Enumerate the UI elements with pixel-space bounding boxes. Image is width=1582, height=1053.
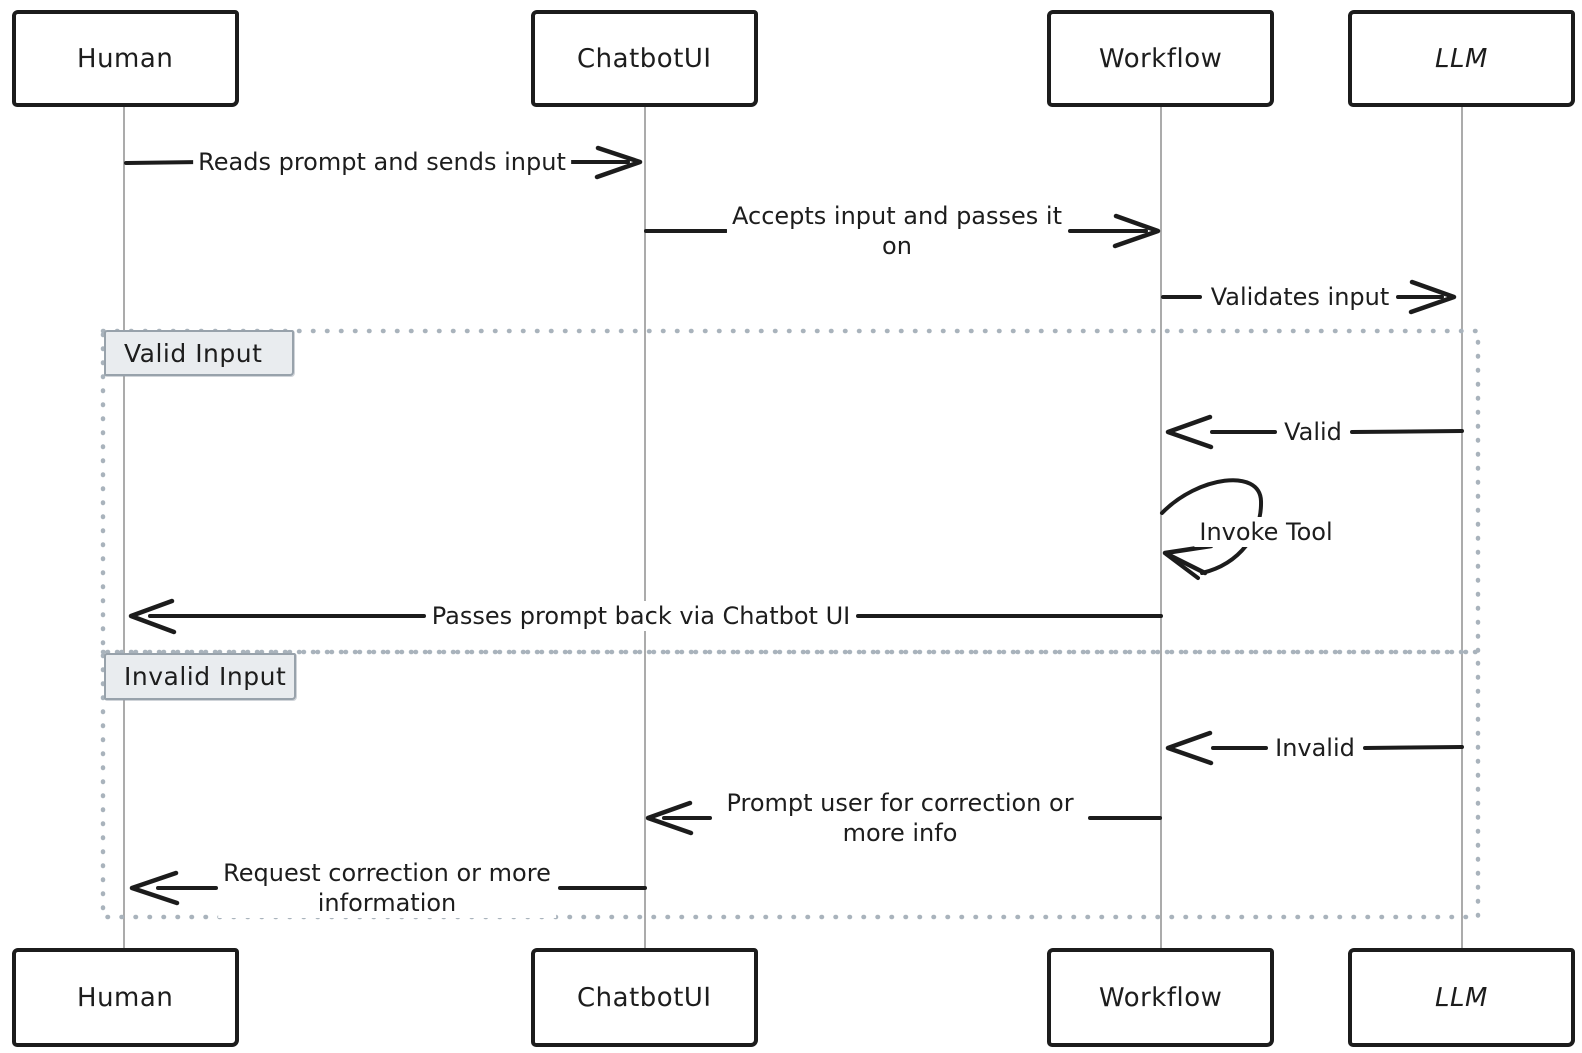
frame-invalid-input-border — [100, 649, 1481, 920]
actor-box-workflow-top: Workflow — [1047, 10, 1274, 107]
actor-label: LLM — [1434, 982, 1489, 1013]
actor-box-chatbotui-top: ChatbotUI — [531, 10, 758, 107]
actor-label: Human — [77, 982, 174, 1013]
actor-box-workflow-bottom: Workflow — [1047, 948, 1274, 1047]
actor-label: Workflow — [1098, 43, 1223, 74]
arrow-passes-prompt-back — [128, 598, 1163, 635]
message-label-request-correction: Request correction or more information — [218, 858, 556, 918]
actor-box-llm-bottom: LLM — [1348, 948, 1575, 1047]
message-label-reads-prompt: Reads prompt and sends input — [193, 147, 571, 177]
actor-box-human-bottom: Human — [12, 948, 239, 1047]
message-label-valid: Valid — [1279, 417, 1347, 447]
message-label-invalid: Invalid — [1270, 733, 1360, 763]
arrow-request-correction — [129, 870, 647, 906]
message-label-invoke-tool: Invoke Tool — [1194, 517, 1338, 547]
frame-label-text: Valid Input — [124, 338, 263, 368]
arrow-prompt-user-correction — [645, 800, 1162, 836]
message-label-passes-prompt-back: Passes prompt back via Chatbot UI — [426, 601, 856, 631]
actor-label: LLM — [1434, 43, 1489, 74]
actor-box-llm-top: LLM — [1348, 10, 1575, 107]
frame-label-valid-input: Valid Input — [104, 330, 294, 376]
actor-box-chatbotui-bottom: ChatbotUI — [531, 948, 758, 1047]
actor-label: Human — [77, 43, 174, 74]
frame-label-text: Invalid Input — [124, 662, 287, 691]
message-label-validates-input: Validates input — [1205, 282, 1395, 312]
actor-label: ChatbotUI — [577, 982, 712, 1013]
arrow-invoke-tool-loop — [1160, 478, 1264, 580]
arrow-valid — [1165, 414, 1464, 450]
actor-label: Workflow — [1098, 982, 1223, 1013]
arrow-validates-input — [1161, 279, 1457, 315]
frame-label-invalid-input: Invalid Input — [104, 653, 296, 700]
frame-valid-input-border — [100, 328, 1481, 655]
actor-label: ChatbotUI — [577, 43, 712, 74]
message-label-accepts-input: Accepts input and passes it on — [727, 201, 1067, 261]
arrow-reads-prompt — [124, 145, 643, 180]
message-label-prompt-user-correction: Prompt user for correction or more info — [721, 788, 1079, 848]
arrow-invalid — [1165, 730, 1464, 766]
actor-box-human-top: Human — [12, 10, 239, 107]
arrow-accepts-input — [644, 213, 1161, 249]
